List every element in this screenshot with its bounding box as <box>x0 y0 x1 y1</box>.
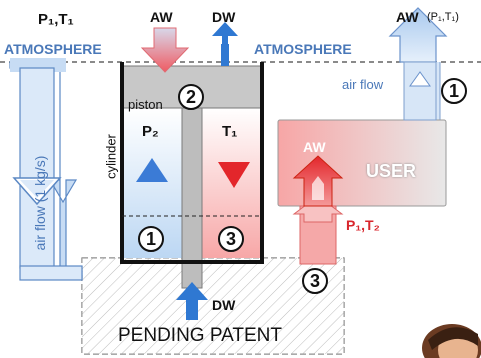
blue-triangle-up-icon <box>136 158 168 182</box>
chamber-right-label: T₁ <box>222 123 238 140</box>
dw-up-arrow-top <box>212 22 238 46</box>
cylinder-walls <box>120 62 264 264</box>
aw-right-sublabel: (P₁,T₁) <box>427 11 459 23</box>
air-flow-left-label: air flow (1 kg/s) <box>32 155 48 251</box>
dw-top-label: DW <box>212 9 236 25</box>
marker-1-cylinder: 1 <box>138 226 164 252</box>
aw-up-arrow-right <box>388 7 448 63</box>
aw-top-label: AW <box>150 9 173 25</box>
atmosphere-left-label: ATMOSPHERE <box>4 41 102 57</box>
marker-3-cylinder: 3 <box>218 226 244 252</box>
piston-label: piston <box>128 97 163 112</box>
air-flow-right-label: air flow <box>342 77 384 92</box>
pending-patent-label: PENDING PATENT <box>118 325 282 346</box>
person-illustration <box>422 324 481 358</box>
pending-patent-base <box>81 257 345 355</box>
atmosphere-right-label: ATMOSPHERE <box>254 41 352 57</box>
user-aw-label: AW <box>303 139 326 155</box>
aw-right-label: AW <box>396 9 419 25</box>
inlet-label: P₁,T₂ <box>346 217 380 233</box>
top-left-label: P₁,T₁ <box>38 11 74 28</box>
marker-3-inlet: 3 <box>302 268 328 294</box>
aw-down-arrow <box>140 27 190 73</box>
user-box <box>277 119 447 207</box>
dw-bottom-label: DW <box>212 297 236 313</box>
marker-1-right: 1 <box>441 78 467 104</box>
red-triangle-down-icon <box>218 162 250 188</box>
cylinder-label: cylinder <box>103 134 119 179</box>
user-label: USER <box>366 161 417 181</box>
chamber-left-label: P₂ <box>142 123 159 140</box>
dw-up-arrow-bottom <box>176 282 208 308</box>
marker-2-piston: 2 <box>178 84 204 110</box>
